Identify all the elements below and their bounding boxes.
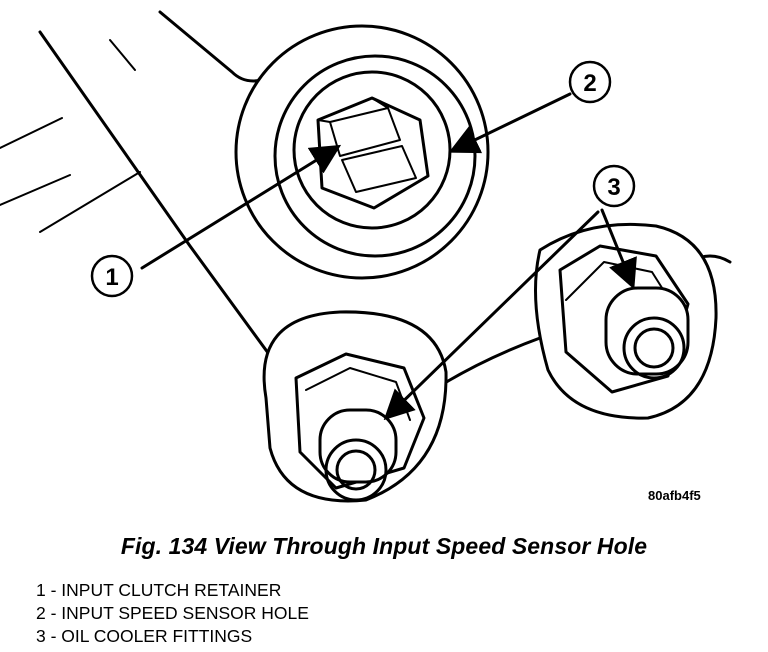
oil-cooler-fitting-lower bbox=[262, 310, 448, 503]
transmission-diagram: 1 2 3 80afb4f5 bbox=[0, 10, 732, 503]
figure-caption: Fig. 134 View Through Input Speed Sensor… bbox=[120, 533, 648, 559]
legend-item-2: 2 - INPUT SPEED SENSOR HOLE bbox=[36, 603, 309, 623]
leader-arrow-1 bbox=[140, 144, 342, 270]
leader-lines bbox=[140, 92, 637, 421]
legend-item-1: 1 - INPUT CLUTCH RETAINER bbox=[36, 580, 282, 600]
oil-cooler-fitting-upper bbox=[534, 222, 718, 420]
callout-3-number: 3 bbox=[607, 174, 620, 201]
leader-arrow-2 bbox=[448, 92, 572, 154]
figure-id-code: 80afb4f5 bbox=[648, 488, 701, 503]
leader-arrow-3b bbox=[383, 210, 600, 421]
legend-list: 1 - INPUT CLUTCH RETAINER 2 - INPUT SPEE… bbox=[36, 579, 309, 648]
input-clutch-retainer bbox=[316, 96, 430, 210]
leader-arrow-3a bbox=[600, 208, 637, 290]
callout-1: 1 bbox=[90, 254, 134, 298]
callout-2: 2 bbox=[568, 60, 612, 104]
callout-2-number: 2 bbox=[583, 70, 596, 97]
callout-1-number: 1 bbox=[105, 264, 118, 291]
callout-3: 3 bbox=[592, 164, 636, 208]
input-speed-sensor-hole bbox=[234, 24, 490, 280]
legend-item-3: 3 - OIL COOLER FITTINGS bbox=[36, 626, 253, 646]
